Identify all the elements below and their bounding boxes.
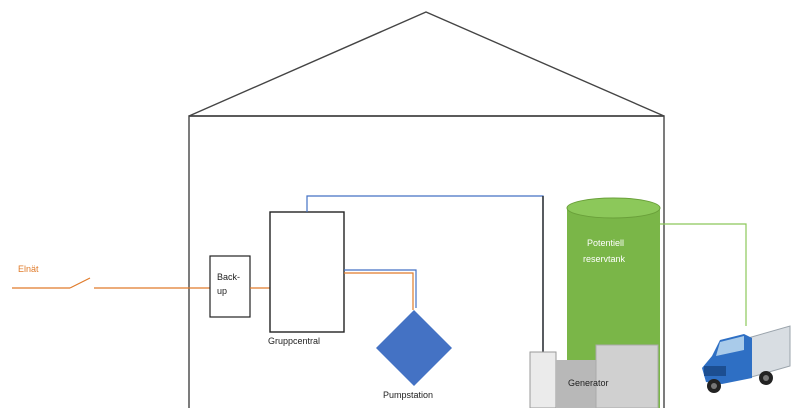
building-roof: [188, 11, 665, 117]
backup-box: [209, 255, 251, 318]
truck-icon: [702, 325, 791, 393]
switch-icon: [12, 277, 210, 289]
gruppcentral-label: Gruppcentral: [268, 336, 320, 346]
backup-label-line1: Back-: [217, 272, 240, 282]
gruppcentral-box: [269, 211, 345, 333]
building-walls: [188, 115, 665, 408]
generator-label: Generator: [568, 378, 609, 388]
central-to-pump-line: [344, 269, 417, 308]
backup-label-line2: up: [217, 286, 227, 296]
grid-label: Elnät: [18, 264, 39, 274]
tank-label-line1: Potentiell: [587, 238, 624, 248]
tank-label-line2: reservtank: [583, 254, 626, 264]
pumpstation-diamond: [376, 310, 452, 386]
generator: [529, 344, 659, 408]
tank-to-truck-line: [660, 223, 747, 326]
pumpstation-label: Pumpstation: [383, 390, 433, 400]
